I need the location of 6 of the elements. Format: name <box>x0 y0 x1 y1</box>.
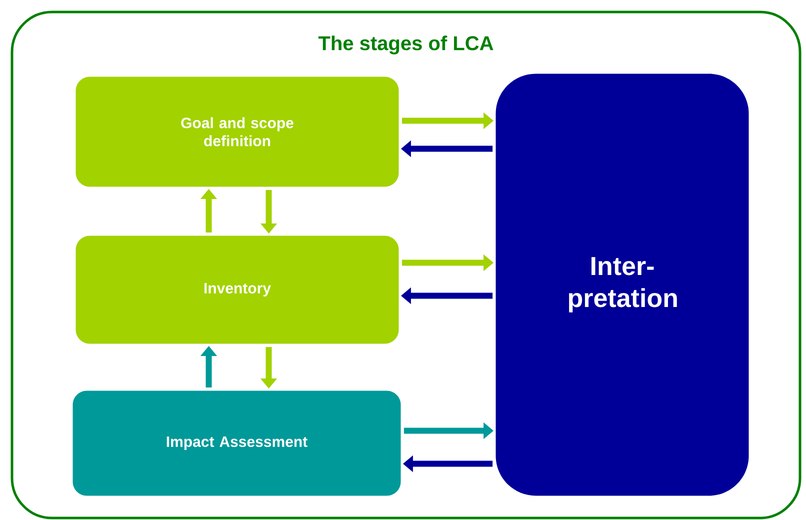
frame-box <box>10 10 802 520</box>
stage-box: Impact Assessment <box>72 390 401 496</box>
title: The stages of LCA <box>318 36 494 54</box>
stage-box: Inter- pretation <box>496 74 749 496</box>
stage-box: Goal and scope definition <box>76 76 399 187</box>
stage-box: Inventory <box>76 236 399 344</box>
